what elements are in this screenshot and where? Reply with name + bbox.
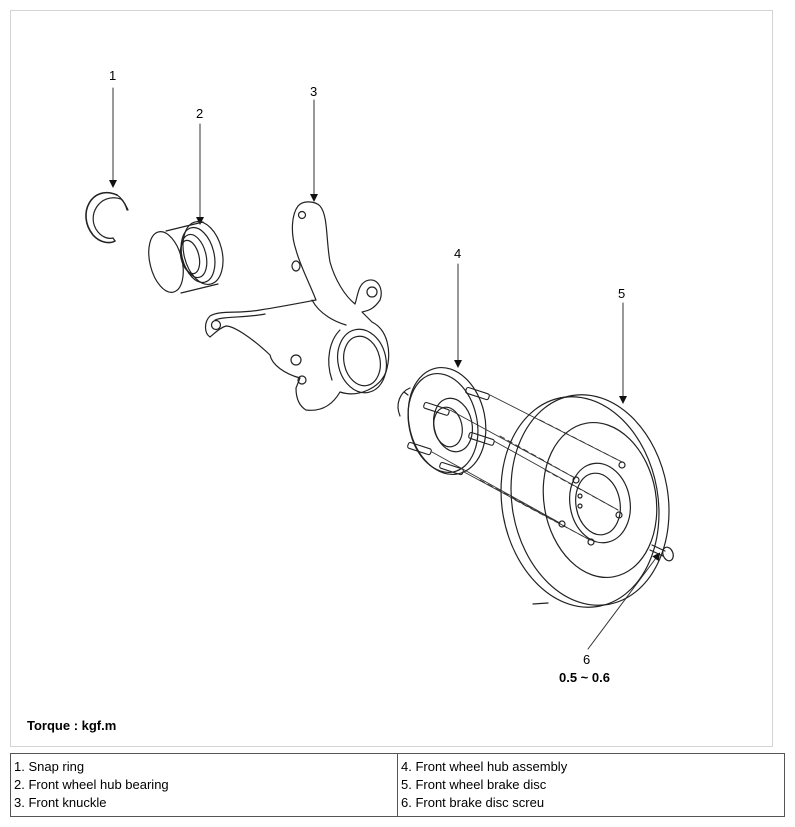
callout-1: 1 (109, 68, 117, 83)
legend-column-right: 4. Front wheel hub assembly 5. Front whe… (397, 753, 785, 817)
callout-3: 3 (310, 84, 318, 99)
parts-legend-table: 1. Snap ring 2. Front wheel hub bearing … (10, 753, 785, 817)
callout-6: 6 (583, 652, 591, 667)
legend-item-disc-screw: 6. Front brake disc screu (401, 795, 545, 810)
legend-item-hub-bearing: 2. Front wheel hub bearing (14, 777, 169, 792)
front-knuckle (204, 201, 390, 411)
callout-5: 5 (618, 286, 626, 301)
diagram-frame (10, 10, 773, 747)
leader-lines (109, 87, 661, 650)
callout-2: 2 (196, 106, 204, 121)
leader-line-6 (587, 552, 661, 650)
snap-ring (85, 192, 129, 244)
legend-item-snap-ring: 1. Snap ring (14, 759, 85, 774)
torque-unit-label: Torque : kgf.m (27, 718, 117, 733)
legend-item-knuckle: 3. Front knuckle (14, 795, 107, 810)
legend-item-brake-disc: 5. Front wheel brake disc (401, 777, 547, 792)
hub-assembly (397, 366, 495, 476)
torque-value: 0.5 ~ 0.6 (559, 670, 610, 685)
legend-row: 1. Snap ring 2. Front wheel hub bearing … (10, 753, 785, 817)
legend-column-left: 1. Snap ring 2. Front wheel hub bearing … (10, 753, 398, 817)
brake-disc (500, 394, 670, 608)
legend-item-hub-assembly: 4. Front wheel hub assembly (401, 759, 568, 774)
disc-screw (649, 544, 674, 562)
callout-4: 4 (454, 246, 462, 261)
hub-bearing (148, 221, 224, 294)
